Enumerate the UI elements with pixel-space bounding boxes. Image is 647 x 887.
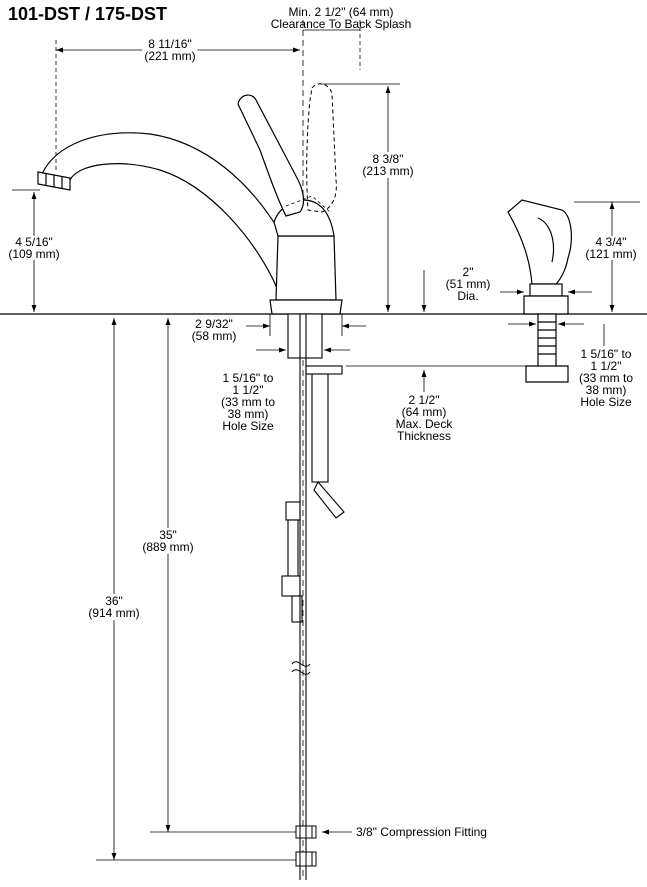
handle-height-label: 8 3/8" (213 mm) (360, 152, 416, 178)
spout-height-label: 4 5/16" (109 mm) (6, 235, 62, 261)
faucet-hole-label: 1 5/16" to 1 1/2" (33 mm to 38 mm) Hole … (220, 371, 276, 433)
spray-base-dia-label: 2" (51 mm) Dia. (445, 265, 491, 303)
page-title: 101-DST / 175-DST (8, 4, 168, 24)
compression-fitting-label: 3/8" Compression Fitting (356, 825, 487, 839)
base-width-label: 2 9/32" (58 mm) (191, 317, 237, 343)
deck-thickness-label: 2 1/2" (64 mm) Max. Deck Thickness (395, 393, 453, 443)
faucet-body (37, 94, 343, 315)
hose-length-label: 36" (914 mm) (86, 594, 142, 620)
below-deck-assembly (281, 313, 345, 880)
supply-length-label: 35" (889 mm) (140, 528, 196, 554)
hose-break-symbol (291, 661, 311, 675)
clearance-label: Min. 2 1/2" (64 mm) Clearance To Back Sp… (270, 5, 412, 31)
side-spray (507, 199, 572, 383)
spray-hole-label: 1 5/16" to 1 1/2" (33 mm to 38 mm) Hole … (578, 347, 634, 409)
handle-raised-outline (306, 83, 337, 213)
spout-reach-label: 8 11/16" (221 mm) (142, 37, 198, 63)
spray-height-label: 4 3/4" (121 mm) (583, 235, 639, 261)
